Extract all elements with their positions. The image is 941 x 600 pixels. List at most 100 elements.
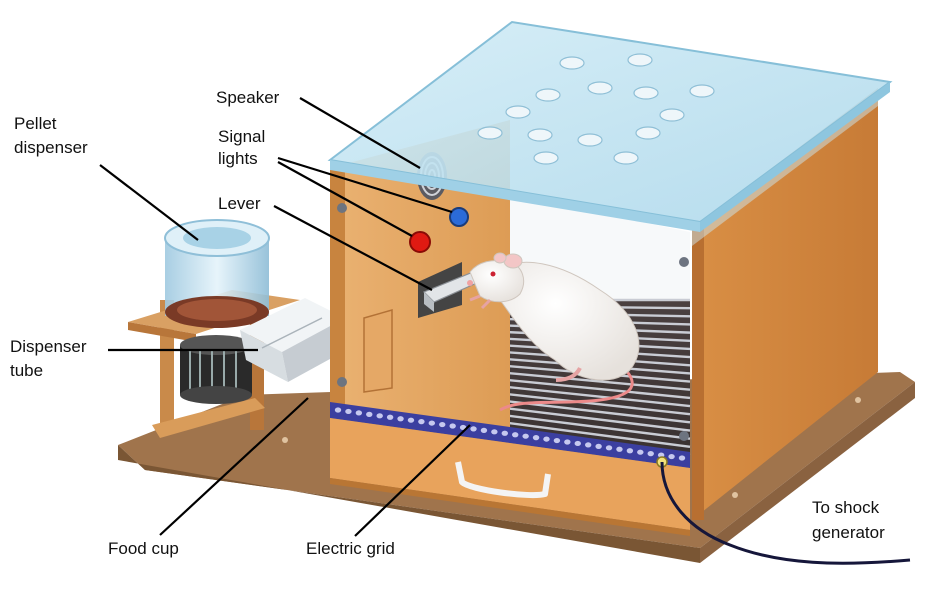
- grid-strip-bolt: [355, 410, 363, 416]
- grid-strip-bolt: [376, 413, 383, 419]
- drawer-lip: [330, 478, 690, 536]
- leader-electric-grid: [354, 424, 471, 537]
- base-bolt: [282, 437, 288, 443]
- label-signal-lights-line2: lights: [218, 149, 258, 168]
- ventilation-hole: [613, 151, 639, 165]
- grid-strip-bolt: [491, 429, 498, 435]
- grid-strip-bolt: [626, 448, 634, 454]
- panel-bolt: [337, 377, 347, 387]
- grid-strip-bolt: [637, 449, 644, 455]
- dispenser-base-cylinder-bottom: [180, 386, 252, 404]
- label-speaker: Speaker: [216, 88, 280, 107]
- grid-strip-bolt: [564, 439, 571, 445]
- label-pellet-dispenser-line2: dispenser: [14, 138, 88, 157]
- drawer-front: [330, 418, 690, 530]
- ventilation-hole: [559, 56, 585, 70]
- rat-hind-leg: [555, 366, 582, 382]
- grid-strip-bolt: [522, 433, 529, 439]
- grid-strip-bolt: [647, 451, 654, 457]
- label-food-cup: Food cup: [108, 539, 179, 558]
- grid-strip-bolt: [616, 446, 623, 452]
- tube-front: [240, 330, 288, 382]
- grid-strip-bolt: [345, 408, 352, 415]
- glass-top-edge-side: [700, 82, 890, 232]
- leader-signal-red: [277, 161, 413, 237]
- rat-paw: [469, 294, 492, 310]
- grid-strip-bolt: [543, 436, 550, 442]
- front-panel: [330, 120, 689, 441]
- glass-enclosure: [327, 20, 893, 246]
- base-bolt: [855, 397, 861, 403]
- label-pellet-dispenser-line1: Pellet: [14, 114, 57, 133]
- grid-front-strip: [330, 402, 690, 468]
- pellet-hopper-opening: [183, 227, 251, 249]
- label-shock-generator-line1: To shock: [812, 498, 880, 517]
- ventilation-hole: [635, 126, 661, 140]
- signal-light-red: [409, 231, 431, 253]
- base-front: [118, 445, 700, 563]
- rat-head: [469, 259, 525, 303]
- grid-strip-bolt: [407, 417, 415, 423]
- grid-strip-bolt: [418, 419, 425, 425]
- label-dispenser-tube-line2: tube: [10, 361, 43, 380]
- rat-ear: [503, 253, 523, 269]
- label-shock-generator-line2: generator: [812, 523, 885, 542]
- panel-bolt: [337, 203, 347, 213]
- grid-strip-bolt: [480, 427, 488, 433]
- label-dispenser-tube-line1: Dispenser: [10, 337, 87, 356]
- leader-signal-blue: [277, 156, 453, 214]
- tube-top: [240, 298, 345, 352]
- grid-strip-bolt: [595, 443, 602, 449]
- grid-strip-bolt: [678, 455, 686, 461]
- grid-strip-bolt: [584, 442, 592, 448]
- drawer: [330, 418, 690, 536]
- label-lever: Lever: [218, 194, 261, 213]
- grid-strip-bolt: [574, 440, 581, 447]
- ventilation-hole: [533, 151, 559, 165]
- grid-strip-bolt: [605, 445, 613, 451]
- rat-ear: [493, 252, 507, 264]
- dispenser-mid-plate-edge: [128, 322, 196, 342]
- ventilation-hole: [659, 108, 685, 122]
- ventilation-hole: [689, 84, 715, 98]
- ventilation-hole: [627, 53, 653, 67]
- leader-lines: [99, 97, 471, 537]
- ventilation-hole: [577, 133, 603, 147]
- labels: Speaker Signal lights Lever Pellet dispe…: [10, 88, 885, 558]
- ventilation-hole: [587, 81, 613, 95]
- dispenser-lower-plate: [152, 398, 265, 438]
- drawer-handle: [455, 461, 551, 499]
- lever-icon-face: [424, 292, 434, 312]
- grid-strip-bolt: [532, 435, 540, 441]
- pellet-hopper-bottom-inner: [177, 299, 257, 321]
- grid-strip-bolt: [397, 416, 404, 422]
- front-panel-edge: [330, 164, 345, 412]
- grid-strip-bolt: [501, 430, 508, 436]
- panel-bolt: [679, 431, 689, 441]
- ventilation-hole: [477, 126, 503, 140]
- grid-strip-bolt: [668, 453, 675, 460]
- leader-lever: [273, 205, 433, 291]
- glass-top-edge: [330, 160, 700, 232]
- grid-strip-bolt: [553, 437, 561, 444]
- rat: [467, 252, 640, 412]
- rat-nose: [467, 280, 473, 286]
- food-cup-opening: [363, 309, 393, 393]
- leader-pellet-dispenser: [99, 164, 199, 241]
- grid-strip-bolt: [386, 414, 394, 420]
- grid-strip-bolt: [470, 426, 477, 432]
- grid-strip-bolt: [449, 423, 456, 429]
- right-side-wall-edge: [692, 222, 704, 520]
- leader-food-cup: [159, 397, 309, 536]
- signal-light-blue: [449, 207, 469, 227]
- grid-strip-bolt: [439, 421, 446, 428]
- ventilation-hole: [633, 86, 659, 100]
- shock-cable: [660, 461, 911, 565]
- grid-strip-bolt: [428, 420, 436, 426]
- base-side: [700, 382, 915, 563]
- grid-strip-bolt: [366, 411, 373, 417]
- panel-bolt: [679, 257, 689, 267]
- rat-body: [499, 261, 640, 381]
- pellet-dispenser: [128, 219, 300, 438]
